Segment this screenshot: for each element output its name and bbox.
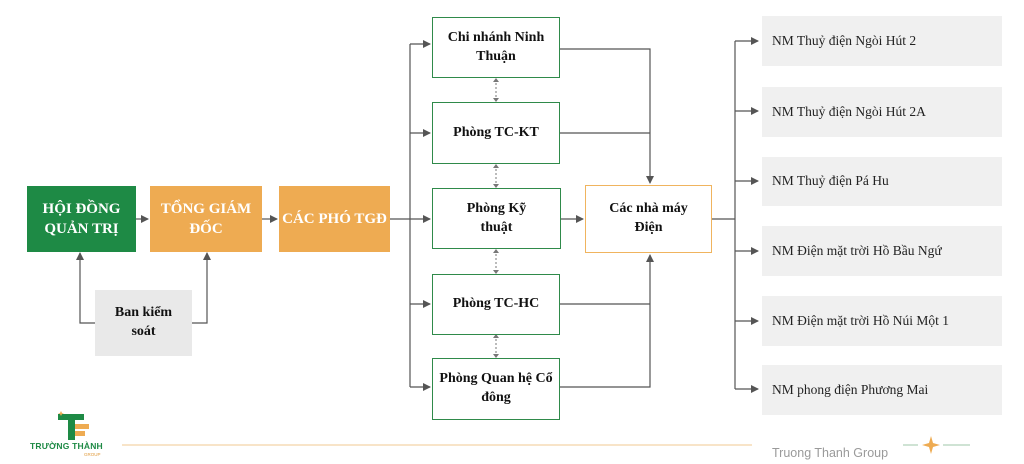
dept-admin: Phòng TC-HC xyxy=(432,274,560,335)
dept-shareholder: Phòng Quan hệ Cổ đông xyxy=(432,358,560,420)
plant-ngoi-hut-2a: NM Thuỷ điện Ngòi Hút 2A xyxy=(762,87,1002,137)
company-logo xyxy=(58,411,89,440)
plant-ngoi-hut-2: NM Thuỷ điện Ngòi Hút 2 xyxy=(762,16,1002,66)
logo-subtext: GROUP xyxy=(84,452,101,457)
plant-ho-bau-ngu: NM Điện mặt trời Hồ Bầu Ngứ xyxy=(762,226,1002,276)
deputies-label: CÁC PHÓ TGĐ xyxy=(282,210,387,227)
plant-label: NM Thuỷ điện Ngòi Hút 2A xyxy=(772,103,926,119)
plant-label: NM phong điện Phương Mai xyxy=(772,381,929,397)
ceo-label: TỔNG GIÁM ĐỐC xyxy=(160,200,252,237)
dept-label: Chi nhánh Ninh Thuận xyxy=(447,29,545,64)
plant-phuong-mai: NM phong điện Phương Mai xyxy=(762,365,1002,415)
plant-label: NM Thuỷ điện Ngòi Hút 2 xyxy=(772,32,917,48)
supervisory-box: Ban kiểm soát xyxy=(95,290,192,356)
dept-ninh-thuan: Chi nhánh Ninh Thuận xyxy=(432,17,560,78)
dept-label: Phòng Kỹ thuật xyxy=(466,200,527,235)
plant-label: NM Điện mặt trời Hồ Núi Một 1 xyxy=(772,312,950,328)
dept-technical: Phòng Kỹ thuật xyxy=(432,188,561,249)
plants-hub-box: Các nhà máy Điện xyxy=(585,185,712,253)
plants-hub-label: Các nhà máy Điện xyxy=(609,201,688,235)
supervisory-label: Ban kiểm soát xyxy=(114,305,173,339)
dept-label: Phòng TC-HC xyxy=(452,296,540,312)
board-label: HỘI ĐỒNG QUẢN TRỊ xyxy=(42,200,121,237)
dept-label: Phòng Quan hệ Cổ đông xyxy=(439,371,553,405)
footer-caption: Truong Thanh Group xyxy=(772,446,889,460)
dept-finance: Phòng TC-KT xyxy=(432,102,560,164)
plant-ho-nui-mot: NM Điện mặt trời Hồ Núi Một 1 xyxy=(762,296,1002,346)
dept-label: Phòng TC-KT xyxy=(453,124,539,140)
deputies-box: CÁC PHÓ TGĐ xyxy=(279,186,390,252)
plant-pa-hu: NM Thuỷ điện Pá Hu xyxy=(762,157,1002,206)
board-box: HỘI ĐỒNG QUẢN TRỊ xyxy=(27,186,136,252)
star-icon xyxy=(922,436,940,454)
plant-label: NM Thuỷ điện Pá Hu xyxy=(772,173,889,189)
ceo-box: TỔNG GIÁM ĐỐC xyxy=(150,186,262,252)
logo-wordmark: TRƯỜNG THÀNH xyxy=(30,441,103,451)
plant-label: NM Điện mặt trời Hồ Bầu Ngứ xyxy=(772,242,942,258)
